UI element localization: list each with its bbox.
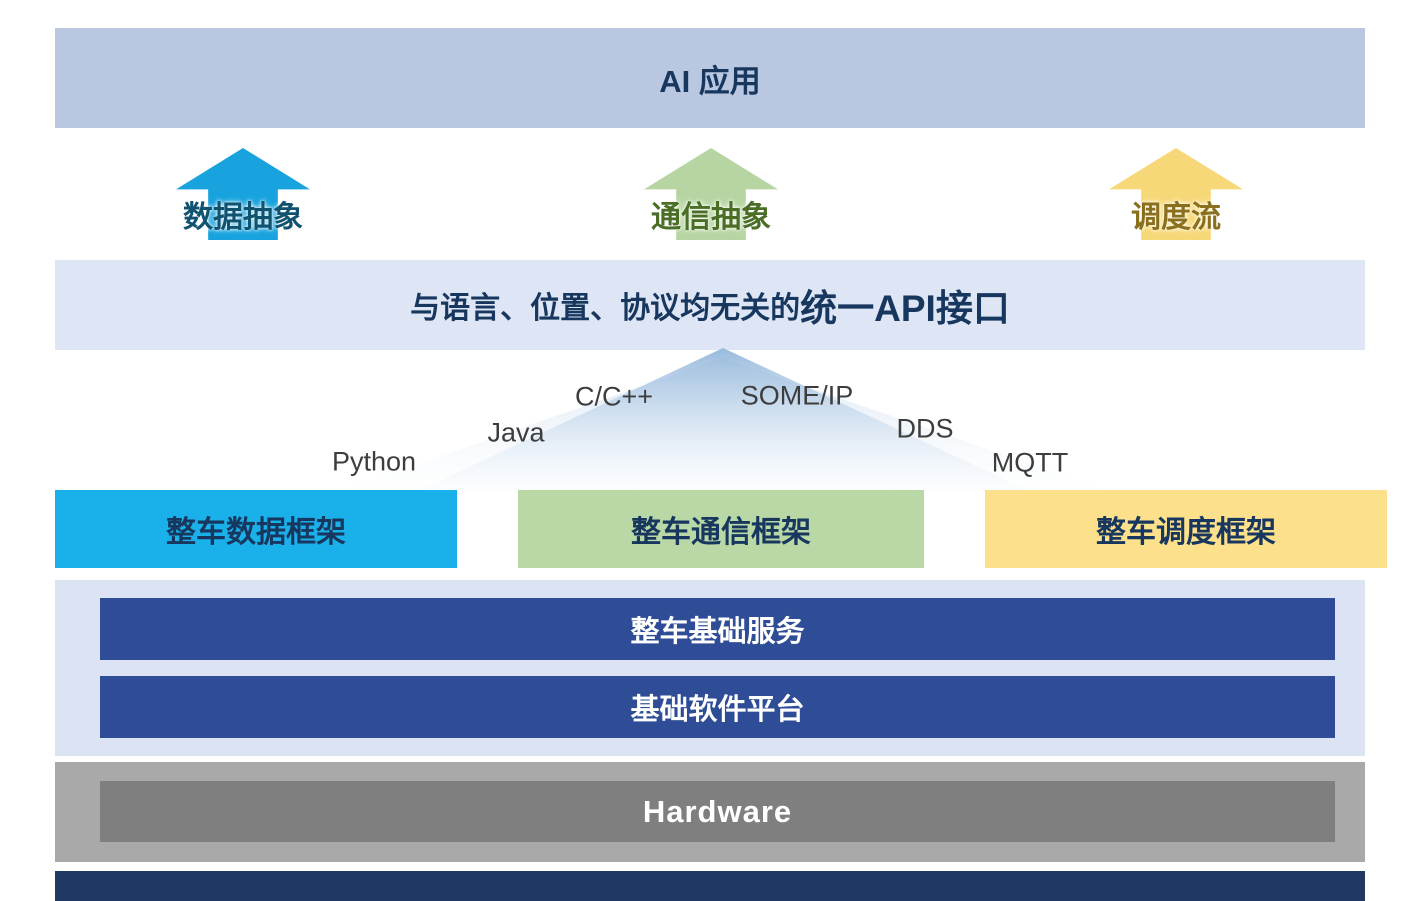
hardware-section: Hardware <box>55 762 1365 862</box>
vehicle-data-framework-box: 整车数据框架 <box>55 490 457 568</box>
vehicle-base-services-bar: 整车基础服务 <box>100 598 1335 660</box>
protocol-label-dds: DDS <box>896 413 954 444</box>
vehicle-scheduling-framework-box: 整车调度框架 <box>985 490 1387 568</box>
hardware-label: Hardware <box>642 793 793 829</box>
base-software-platform-label: 基础软件平台 <box>630 694 805 726</box>
protocol-label-someip: SOME/IP <box>740 380 854 411</box>
base-software-platform-bar: 基础软件平台 <box>100 676 1335 738</box>
unified-api-bar: 与语言、位置、协议均无关的统一API接口 <box>55 260 1365 350</box>
platform-section: 整车基础服务 基础软件平台 <box>55 580 1365 756</box>
triangle-gradient-shape <box>340 348 1110 491</box>
data-abstraction-arrow: 数据抽象 <box>176 148 310 240</box>
vehicle-communication-framework-box: 整车通信框架 <box>518 490 924 568</box>
ai-application-label: AI 应用 <box>659 63 761 99</box>
vehicle-scheduling-framework-label: 整车调度框架 <box>1096 516 1276 549</box>
language-label-java: Java <box>487 417 545 448</box>
scheduling-flow-label: 调度流 <box>1131 201 1221 234</box>
vehicle-data-framework-label: 整车数据框架 <box>166 516 346 549</box>
scheduling-flow-arrow: 调度流 <box>1109 148 1243 240</box>
api-bar-emphasis: 统一API接口 <box>800 288 1010 329</box>
protocol-label-mqtt: MQTT <box>991 447 1069 478</box>
vehicle-communication-framework-label: 整车通信框架 <box>631 516 811 549</box>
communication-abstraction-label: 通信抽象 <box>651 201 771 234</box>
api-bar-prefix: 与语言、位置、协议均无关的 <box>410 292 801 325</box>
data-abstraction-label: 数据抽象 <box>183 201 303 234</box>
vehicle-base-services-label: 整车基础服务 <box>630 616 805 648</box>
language-label-c-cpp: C/C++ <box>574 381 654 412</box>
language-label-python: Python <box>331 446 417 477</box>
communication-abstraction-arrow: 通信抽象 <box>644 148 778 240</box>
hardware-bar: Hardware <box>100 781 1335 842</box>
footer-strip <box>55 871 1365 901</box>
ai-application-bar: AI 应用 <box>55 28 1365 128</box>
